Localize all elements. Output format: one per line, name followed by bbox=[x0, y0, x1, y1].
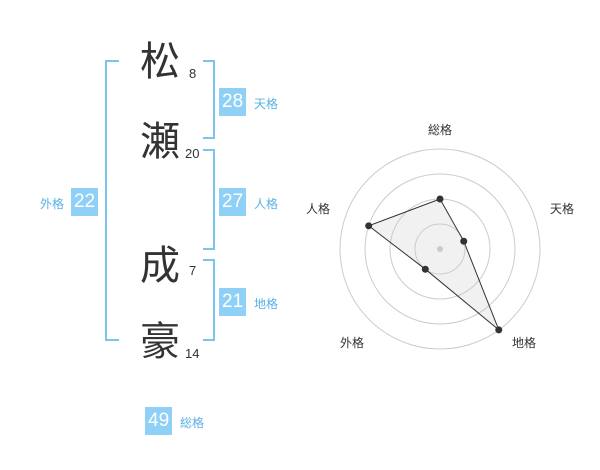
radar-point-1 bbox=[436, 195, 444, 203]
name-char-3: 成 bbox=[140, 243, 180, 289]
radar-ring-4 bbox=[339, 148, 541, 350]
radar-point-5 bbox=[365, 222, 373, 230]
stroke-count-4: 14 bbox=[185, 346, 200, 361]
stroke-count-1: 8 bbox=[189, 66, 197, 81]
radar-point-3 bbox=[495, 326, 503, 334]
name-char-2: 瀬 bbox=[140, 119, 180, 165]
gaikaku-label: 外格 bbox=[40, 197, 65, 211]
axis-label-gaikaku: 外格 bbox=[340, 335, 364, 350]
gaikaku-badge: 22 bbox=[71, 188, 99, 216]
radar-ring-1 bbox=[414, 223, 466, 275]
jinkaku-badge: 27 bbox=[219, 188, 247, 216]
radar-point-2 bbox=[460, 237, 468, 245]
stroke-count-2: 20 bbox=[185, 146, 200, 161]
radar-polygon bbox=[367, 198, 500, 331]
chikaku-label: 地格 bbox=[254, 297, 279, 311]
axis-label-chikaku: 地格 bbox=[512, 335, 536, 350]
name-char-4: 豪 bbox=[140, 319, 180, 365]
tenkaku-bracket bbox=[203, 60, 215, 139]
gaikaku-bracket bbox=[105, 60, 119, 341]
radar-point-4 bbox=[421, 265, 429, 273]
axis-label-tenkaku: 天格 bbox=[550, 201, 574, 216]
radar-center-dot bbox=[437, 246, 443, 252]
stroke-count-3: 7 bbox=[189, 263, 197, 278]
axis-label-soukaku: 総格 bbox=[428, 122, 452, 137]
radar-axis-labels: 総格 天格 地格 外格 人格 bbox=[306, 122, 574, 350]
soukaku-badge: 49 bbox=[145, 407, 173, 435]
chikaku-bracket bbox=[203, 259, 215, 341]
tenkaku-badge: 28 bbox=[219, 88, 247, 116]
chikaku-badge: 21 bbox=[219, 288, 247, 316]
soukaku-label: 総格 bbox=[180, 416, 205, 430]
tenkaku-label: 天格 bbox=[254, 97, 279, 111]
radar-ring-3 bbox=[364, 173, 516, 325]
jinkaku-bracket bbox=[203, 149, 215, 250]
name-char-1: 松 bbox=[140, 39, 180, 85]
axis-label-jinkaku: 人格 bbox=[306, 201, 330, 216]
jinkaku-label: 人格 bbox=[254, 197, 279, 211]
radar-series bbox=[365, 195, 503, 334]
